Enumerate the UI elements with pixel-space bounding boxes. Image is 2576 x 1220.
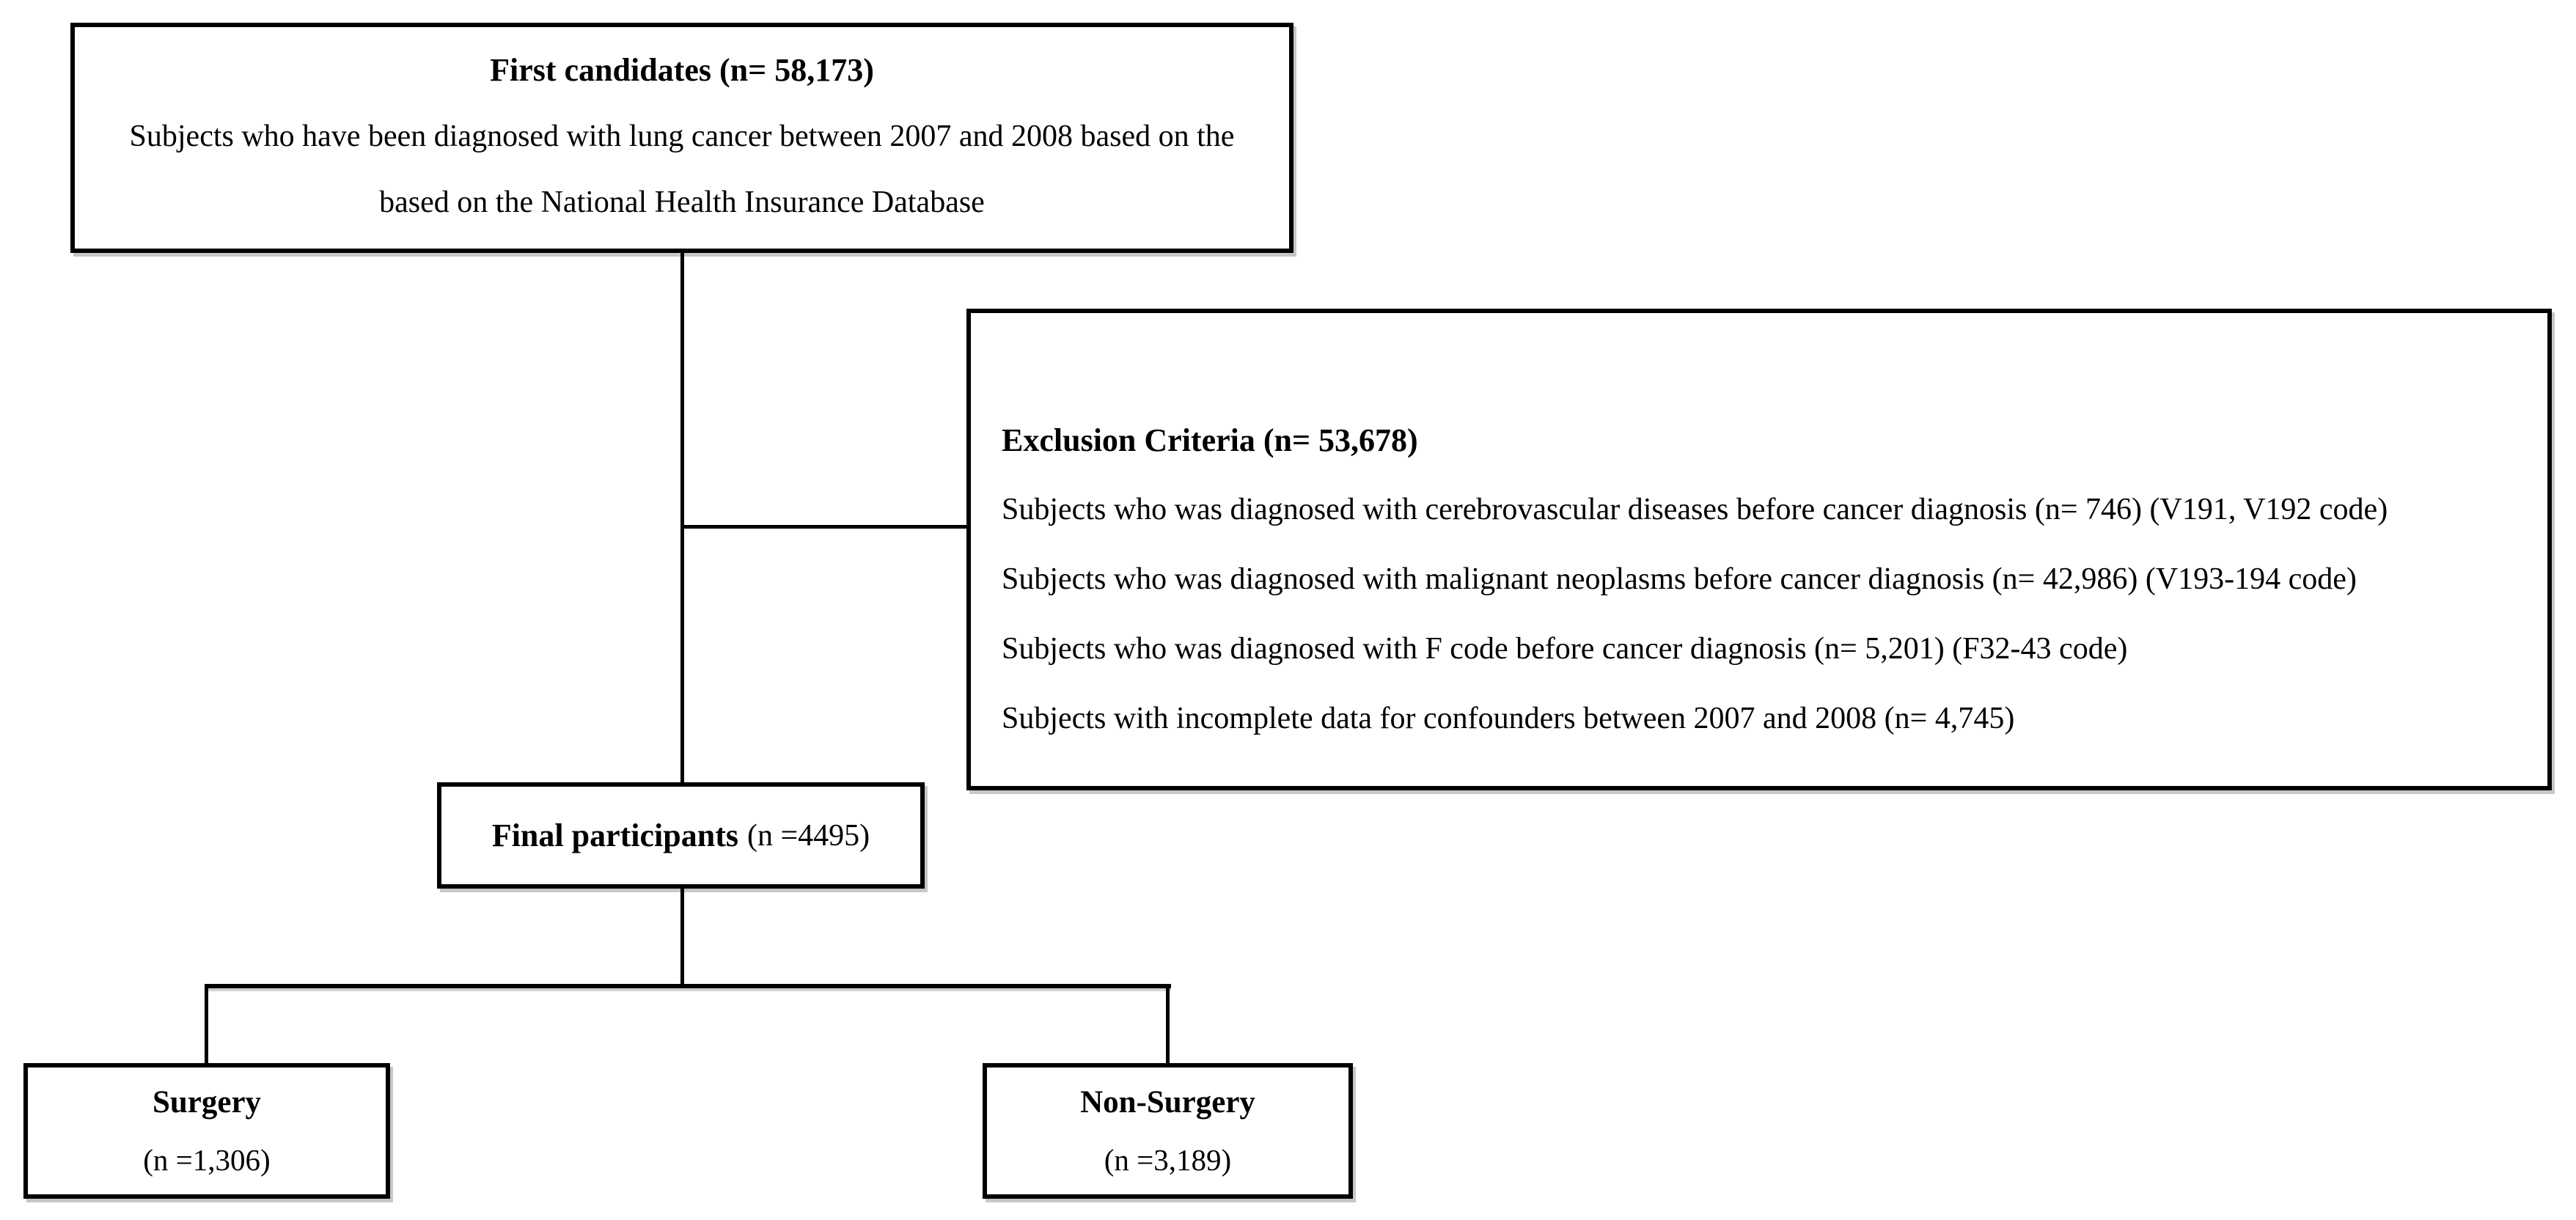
exclusion-criteria-box: Exclusion Criteria (n= 53,678) Subjects … — [966, 309, 2552, 790]
first-candidates-description-line-2: based on the National Health Insurance D… — [379, 185, 985, 219]
non-surgery-count: (n =3,189) — [1104, 1142, 1232, 1177]
non-surgery-title: Non-Surgery — [1080, 1084, 1255, 1120]
surgery-count: (n =1,306) — [143, 1142, 271, 1177]
surgery-box: Surgery (n =1,306) — [23, 1063, 390, 1199]
exclusion-item-f-code: Subjects who was diagnosed with F code b… — [1002, 632, 2128, 666]
connector-horizontal-exclusion — [682, 525, 968, 529]
exclusion-criteria-title: Exclusion Criteria (n= 53,678) — [1002, 422, 1418, 458]
surgery-title: Surgery — [152, 1084, 262, 1120]
final-participants-box: Final participants (n =4495) — [437, 782, 925, 889]
exclusion-item-incomplete-data: Subjects with incomplete data for confou… — [1002, 702, 2015, 735]
connector-horizontal-branch — [207, 984, 1171, 988]
exclusion-item-cerebrovascular: Subjects who was diagnosed with cerebrov… — [1002, 493, 2388, 526]
connector-vertical-non-surgery — [1166, 984, 1170, 1065]
first-candidates-box: First candidates (n= 58,173) Subjects wh… — [70, 23, 1293, 253]
final-participants-count: (n =4495) — [746, 818, 870, 853]
final-participants-title: Final participants — [491, 817, 738, 853]
first-candidates-title: First candidates (n= 58,173) — [490, 52, 874, 88]
connector-vertical-top — [680, 253, 684, 783]
first-candidates-description-line-1: Subjects who have been diagnosed with lu… — [129, 120, 1235, 153]
exclusion-item-malignant-neoplasms: Subjects who was diagnosed with malignan… — [1002, 562, 2357, 596]
connector-vertical-surgery — [205, 984, 208, 1065]
non-surgery-box: Non-Surgery (n =3,189) — [983, 1063, 1353, 1199]
connector-vertical-middle — [680, 887, 684, 988]
